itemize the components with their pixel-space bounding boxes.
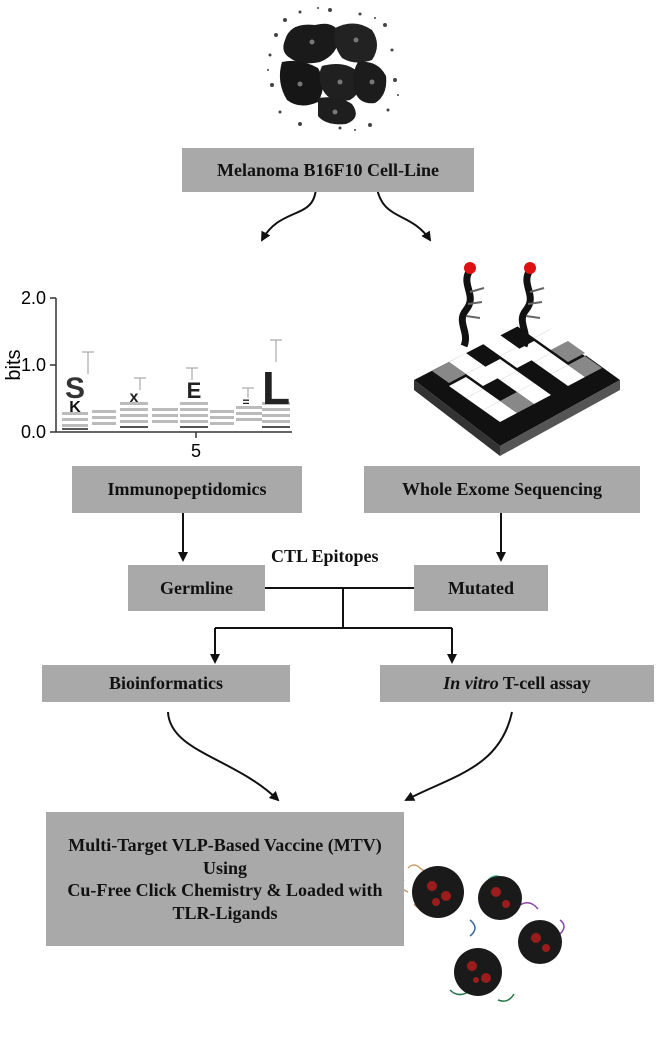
ytick-1: 1.0	[21, 355, 46, 375]
logo-glyph-s: S	[65, 372, 85, 405]
immunopeptidomics-label: Immunopeptidomics	[107, 479, 267, 499]
tcell-assay-label: In vitro T-cell assay	[443, 673, 591, 694]
svg-text:x: x	[130, 389, 139, 406]
germline-box: Germline	[128, 565, 265, 611]
immunopeptidomics-box: Immunopeptidomics	[72, 466, 302, 513]
logo-glyph-k: K	[69, 399, 81, 416]
ytick-2: 2.0	[21, 288, 46, 308]
arrow-bio-to-vaccine	[167, 711, 280, 802]
tcell-assay-box: In vitro T-cell assay	[380, 665, 654, 702]
vaccine-line-3: Cu-Free Click Chemistry & Loaded with	[67, 880, 383, 900]
logo-glyph-e: E	[187, 378, 202, 403]
vaccine-line-1: Multi-Target VLP-Based Vaccine (MTV)	[68, 835, 382, 855]
sequencing-chip-illustration	[414, 262, 620, 456]
arrow-to-immunopeptidomics	[261, 181, 318, 242]
melanoma-cell-line-box: Melanoma B16F10 Cell-Line	[182, 148, 474, 192]
tcell-assay-rest: T-cell assay	[498, 673, 591, 693]
bioinformatics-box: Bioinformatics	[42, 665, 290, 702]
ytick-0: 0.0	[21, 422, 46, 442]
arrow-to-wes	[375, 181, 432, 242]
arrow-tcell-to-vaccine	[404, 711, 513, 801]
wes-label: Whole Exome Sequencing	[401, 479, 602, 499]
sequence-logo-chart: 2.0 1.0 0.0 bits 5 S K x E = L	[3, 288, 292, 461]
germline-label: Germline	[160, 577, 233, 598]
mutated-label: Mutated	[448, 577, 514, 598]
logo-glyph-l: L	[262, 362, 290, 414]
vaccine-line-2: Using	[202, 857, 247, 878]
in-vitro-italic: In vitro	[443, 673, 499, 693]
ctl-epitopes-label: CTL Epitopes	[271, 546, 379, 566]
mutated-box: Mutated	[414, 565, 548, 611]
bioinformatics-label: Bioinformatics	[109, 673, 223, 693]
vlp-particles-illustration	[401, 864, 565, 1002]
ylabel-bits: bits	[3, 349, 25, 380]
xtick-5: 5	[191, 441, 201, 461]
melanoma-cell-line-label: Melanoma B16F10 Cell-Line	[217, 159, 439, 180]
vaccine-line-4: TLR-Ligands	[172, 902, 278, 923]
mtv-vaccine-box: Multi-Target VLP-Based Vaccine (MTV) Usi…	[46, 812, 404, 946]
wes-box: Whole Exome Sequencing	[364, 466, 640, 513]
melanoma-cells-illustration	[267, 7, 399, 131]
svg-text:=: =	[242, 395, 249, 409]
